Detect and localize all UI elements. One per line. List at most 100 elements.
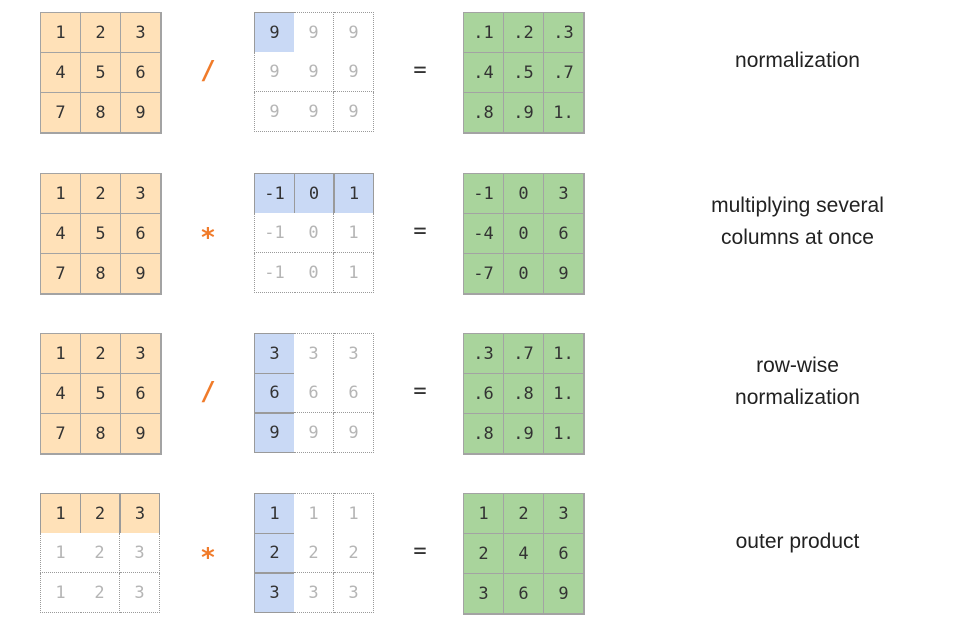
left-cell: 4 <box>41 53 80 92</box>
result-cell: .4 <box>464 53 503 92</box>
left-cell: 1 <box>41 334 80 373</box>
result-cell: .8 <box>464 414 503 453</box>
result-cell: 2 <box>464 534 503 573</box>
result-cell: -7 <box>464 254 503 293</box>
left-cell: 7 <box>41 93 80 132</box>
left-cell: 1 <box>40 573 81 613</box>
middle-cell: 0 <box>294 173 334 214</box>
left-cell: 2 <box>80 533 120 573</box>
operation-label: outer product <box>660 526 935 558</box>
result-cell: 0 <box>504 254 543 293</box>
middle-cell: -1 <box>254 213 295 253</box>
result-cell: 9 <box>544 574 583 613</box>
left-cell: 4 <box>41 374 80 413</box>
left-cell: 5 <box>81 53 120 92</box>
middle-cell: 3 <box>254 333 295 374</box>
left-cell: 6 <box>121 53 160 92</box>
middle-cell: 1 <box>334 173 374 214</box>
middle-cell: 9 <box>334 413 374 453</box>
result-cell: 6 <box>544 214 583 253</box>
result-cell: -4 <box>464 214 503 253</box>
result-cell: 1 <box>464 494 503 533</box>
middle-cell: 6 <box>294 373 334 413</box>
middle-cell: 3 <box>334 333 374 374</box>
middle-cell: 9 <box>294 52 334 92</box>
label-line: outer product <box>735 530 860 553</box>
middle-cell: 9 <box>334 52 374 92</box>
left-cell: 1 <box>41 174 80 213</box>
middle-cell: 0 <box>294 213 334 253</box>
middle-cell: 3 <box>294 333 334 374</box>
operator-symbol: / <box>200 377 216 407</box>
result-cell: 1. <box>544 93 583 132</box>
middle-cell: 1 <box>334 493 374 534</box>
result-cell: 4 <box>504 534 543 573</box>
middle-cell: 3 <box>334 573 374 613</box>
left-cell: 2 <box>80 573 120 613</box>
middle-cell: 9 <box>294 12 334 53</box>
result-cell: .8 <box>464 93 503 132</box>
middle-cell: 3 <box>294 573 334 613</box>
equals-sign: = <box>413 58 427 83</box>
middle-cell: 9 <box>254 52 295 92</box>
middle-cell: 2 <box>334 533 374 573</box>
middle-cell: 9 <box>334 12 374 53</box>
result-cell: .3 <box>544 13 583 52</box>
result-cell: .1 <box>464 13 503 52</box>
result-cell: .5 <box>504 53 543 92</box>
left-cell: 3 <box>120 493 160 534</box>
middle-cell: 9 <box>254 413 295 453</box>
result-cell: 1. <box>544 374 583 413</box>
equals-sign: = <box>413 539 427 564</box>
equals-sign: = <box>413 219 427 244</box>
result-cell: .3 <box>464 334 503 373</box>
result-cell: 6 <box>504 574 543 613</box>
result-cell: .9 <box>504 414 543 453</box>
left-cell: 2 <box>81 174 120 213</box>
middle-cell: 9 <box>294 413 334 453</box>
middle-cell: 6 <box>334 373 374 413</box>
result-cell: 1. <box>544 334 583 373</box>
result-cell: .8 <box>504 374 543 413</box>
left-cell: 8 <box>81 93 120 132</box>
middle-cell: 1 <box>294 493 334 534</box>
result-cell: .6 <box>464 374 503 413</box>
left-cell: 3 <box>121 174 160 213</box>
middle-cell: 1 <box>334 253 374 293</box>
result-cell: 3 <box>544 494 583 533</box>
left-cell: 1 <box>40 493 81 534</box>
left-cell: 3 <box>120 533 160 573</box>
result-cell: 2 <box>504 494 543 533</box>
operation-label: normalization <box>660 45 935 77</box>
result-cell: .7 <box>544 53 583 92</box>
left-cell: 7 <box>41 414 80 453</box>
left-cell: 4 <box>41 214 80 253</box>
left-cell: 2 <box>80 493 120 534</box>
middle-cell: 2 <box>254 533 295 573</box>
left-cell: 2 <box>81 13 120 52</box>
result-cell: -1 <box>464 174 503 213</box>
left-cell: 1 <box>40 533 81 573</box>
label-line: columns at once <box>721 226 874 249</box>
middle-cell: 3 <box>254 573 295 613</box>
result-cell: .7 <box>504 334 543 373</box>
middle-cell: 9 <box>254 92 295 132</box>
result-cell: 6 <box>544 534 583 573</box>
label-line: row-wise <box>756 354 839 377</box>
middle-cell: 1 <box>254 493 295 534</box>
left-cell: 7 <box>41 254 80 293</box>
operator-symbol: * <box>200 543 216 573</box>
label-line: multiplying several <box>711 194 884 217</box>
result-cell: 9 <box>544 254 583 293</box>
result-cell: 0 <box>504 174 543 213</box>
left-cell: 8 <box>81 414 120 453</box>
